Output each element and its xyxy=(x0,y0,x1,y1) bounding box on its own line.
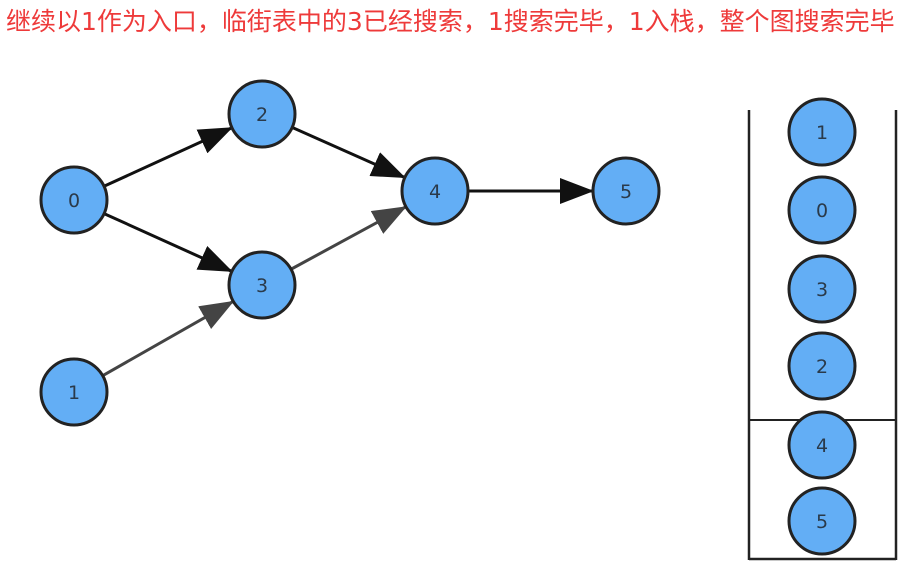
graph-node-1: 1 xyxy=(39,357,109,427)
graph-node-0: 0 xyxy=(39,165,109,235)
stack-item-1-circle xyxy=(787,97,857,167)
graph-node-2-circle xyxy=(227,79,297,149)
edge-0-to-3 xyxy=(103,212,233,273)
graph-node-5-label: 5 xyxy=(620,181,632,203)
stack-item-4: 4 xyxy=(787,410,857,480)
nodes-layer: 0 1 2 3 4 5 xyxy=(39,79,661,427)
edge-0-to-2 xyxy=(103,126,233,188)
graph-node-5: 5 xyxy=(591,156,661,226)
graph-node-1-circle xyxy=(39,357,109,427)
graph-node-3-circle xyxy=(227,250,297,320)
graph-node-3: 3 xyxy=(227,250,297,320)
graph-node-0-label: 0 xyxy=(68,190,80,212)
stack-item-0: 0 xyxy=(787,175,857,245)
stack-item-3-circle xyxy=(787,254,857,324)
stack-item-3: 3 xyxy=(787,254,857,324)
edge-2-to-4 xyxy=(291,126,406,179)
stack-item-5-label: 5 xyxy=(816,511,828,533)
graph-node-5-circle xyxy=(591,156,661,226)
stack-item-0-circle xyxy=(787,175,857,245)
stack-item-2-label: 2 xyxy=(816,356,828,378)
stack-item-5-circle xyxy=(787,486,857,556)
stack-item-4-circle xyxy=(787,410,857,480)
graph-node-3-label: 3 xyxy=(256,275,268,297)
stack-item-2: 2 xyxy=(787,331,857,401)
stack-item-1-label: 1 xyxy=(816,122,828,144)
stack-item-5: 5 xyxy=(787,486,857,556)
stack-item-2-circle xyxy=(787,331,857,401)
graph-node-2: 2 xyxy=(227,79,297,149)
stack-container: 1 0 3 2 4 5 xyxy=(747,97,898,561)
stack-item-0-label: 0 xyxy=(816,200,828,222)
stack-item-3-label: 3 xyxy=(816,279,828,301)
graph-node-4-label: 4 xyxy=(429,181,441,203)
edge-3-to-4 xyxy=(290,205,407,271)
edge-1-to-3 xyxy=(101,300,235,377)
graph-node-4: 4 xyxy=(400,156,470,226)
edges-layer xyxy=(101,126,594,377)
graph-node-4-circle xyxy=(400,156,470,226)
stack-item-1: 1 xyxy=(787,97,857,167)
stack-item-4-label: 4 xyxy=(816,435,828,457)
caption-text: 继续以1作为入口，临街表中的3已经搜索，1搜索完毕，1入栈，整个图搜索完毕 xyxy=(6,7,895,36)
graph-node-1-label: 1 xyxy=(68,382,80,404)
graph-node-0-circle xyxy=(39,165,109,235)
graph-node-2-label: 2 xyxy=(256,104,268,126)
